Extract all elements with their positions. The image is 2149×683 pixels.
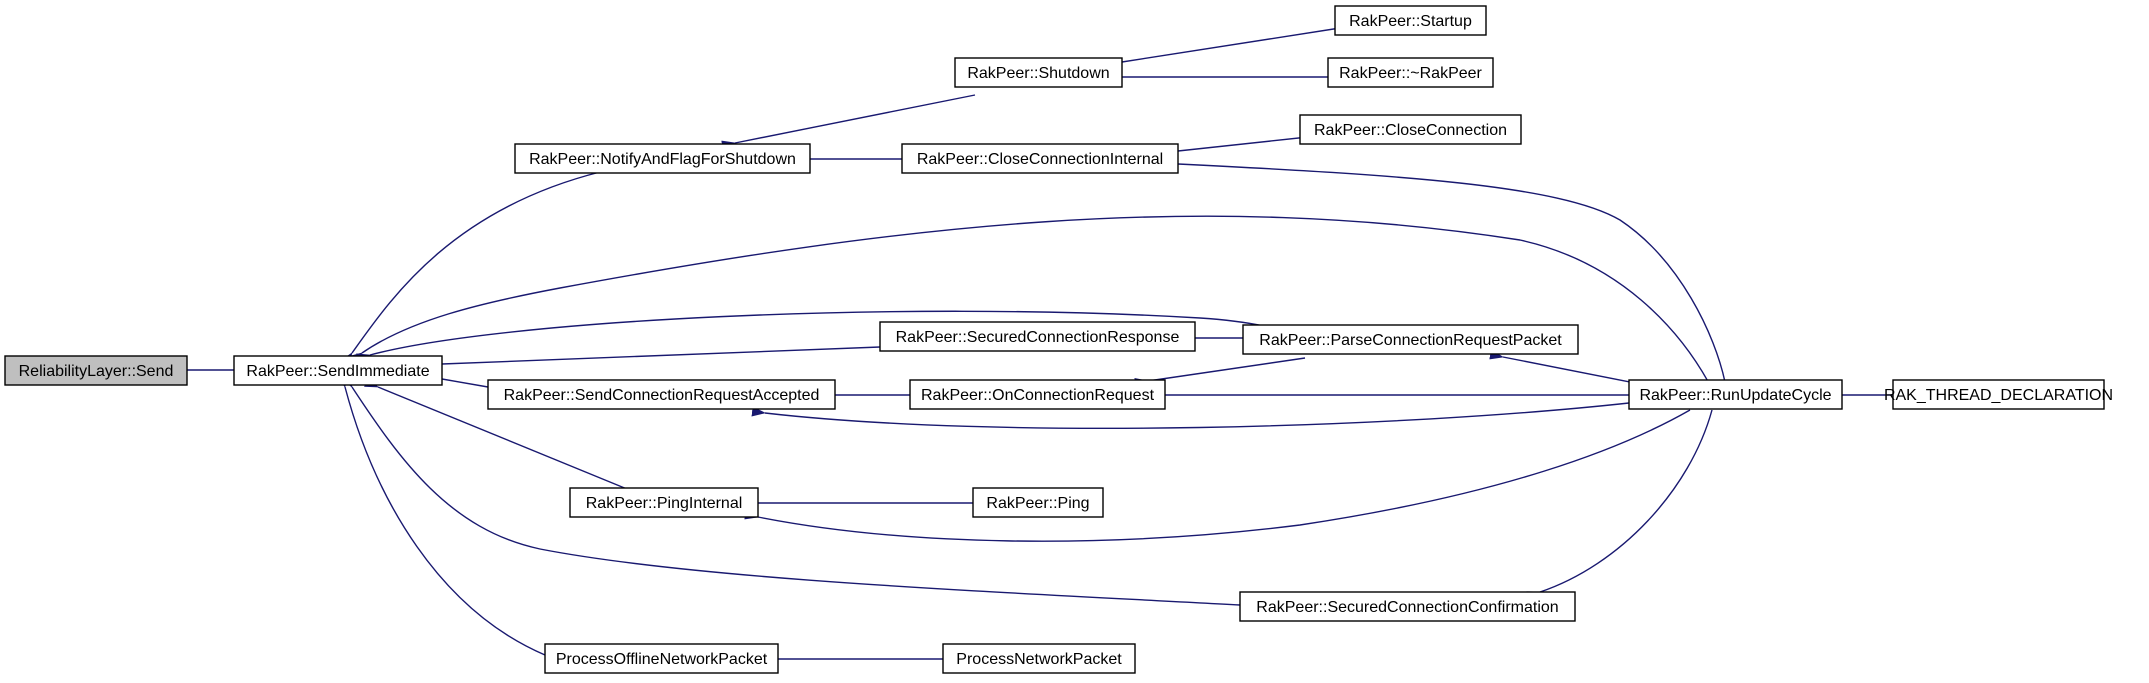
node-processofflinenetworkpacket[interactable]: ProcessOfflineNetworkPacket xyxy=(544,643,779,674)
node-label: RakPeer::Ping xyxy=(986,495,1089,512)
node-label: RakPeer::CloseConnectionInternal xyxy=(917,151,1163,168)
edge-processoffline-to-sendimmediate xyxy=(336,373,546,656)
node-rakpeer-closeconnectioninternal[interactable]: RakPeer::CloseConnectionInternal xyxy=(901,143,1179,174)
node-label: RakPeer::SecuredConnectionConfirmation xyxy=(1256,599,1558,616)
edge-runupdatecycle-to-securedconnectionconfirmation xyxy=(1526,409,1713,601)
node-rakpeer-notifyandflagforshutdown[interactable]: RakPeer::NotifyAndFlagForShutdown xyxy=(514,143,811,174)
node-rak-thread-declaration[interactable]: RAK_THREAD_DECLARATION xyxy=(1884,379,2113,410)
edge-notifyandflag-to-sendimmediate xyxy=(340,171,601,367)
edge-runupdatecycle-to-parseconnectionrequest xyxy=(1489,349,1641,385)
node-label: RakPeer::SendImmediate xyxy=(246,363,429,380)
node-rakpeer-onconnectionrequest[interactable]: RakPeer::OnConnectionRequest xyxy=(909,379,1166,410)
node-label: RakPeer::SecuredConnectionResponse xyxy=(896,329,1180,346)
edge-startup-to-shutdown xyxy=(1108,27,1341,69)
node-label: RakPeer::ParseConnectionRequestPacket xyxy=(1259,332,1562,349)
node-rakpeer-securedconnectionconfirmation[interactable]: RakPeer::SecuredConnectionConfirmation xyxy=(1239,591,1576,622)
node-label: RakPeer::PingInternal xyxy=(586,495,743,512)
node-label: RakPeer::Shutdown xyxy=(967,65,1109,82)
node-label: ProcessNetworkPacket xyxy=(956,651,1122,668)
edge-runupdatecycle-to-sendimmediate-long xyxy=(348,215,1711,386)
edge-securedconnectionresponse-to-sendimmediate xyxy=(428,346,881,370)
edge-closeconnection-to-closeconnectioninternal xyxy=(1164,136,1309,158)
node-label: RakPeer::Startup xyxy=(1349,13,1472,30)
node-rakpeer-startup[interactable]: RakPeer::Startup xyxy=(1334,5,1487,36)
node-rakpeer-pinginternal[interactable]: RakPeer::PingInternal xyxy=(569,487,759,518)
edge-securedconnectionconfirmation-to-sendimmediate xyxy=(340,373,1241,606)
edge-parseconnectionrequest-to-onconnectionrequest xyxy=(1134,357,1306,388)
node-rakpeer-runupdatecycle[interactable]: RakPeer::RunUpdateCycle xyxy=(1628,379,1843,410)
node-label: ProcessOfflineNetworkPacket xyxy=(556,651,768,668)
edge-runupdatecycle-to-closeconnectioninternal xyxy=(1164,158,1726,383)
node-rakpeer-ping[interactable]: RakPeer::Ping xyxy=(972,487,1104,518)
node-label: RakPeer::~RakPeer xyxy=(1339,65,1482,82)
node-processnetworkpacket[interactable]: ProcessNetworkPacket xyxy=(942,643,1136,674)
node-rakpeer-parseconnectionrequestpacket[interactable]: RakPeer::ParseConnectionRequestPacket xyxy=(1242,324,1579,355)
node-rakpeer-sendconnectionrequestaccepted[interactable]: RakPeer::SendConnectionRequestAccepted xyxy=(487,379,836,410)
edge-runupdatecycle-to-pinginternal xyxy=(744,409,1691,542)
node-label: RakPeer::RunUpdateCycle xyxy=(1639,387,1831,404)
node-label: RAK_THREAD_DECLARATION xyxy=(1884,387,2113,404)
node-reliabilitylayer-send[interactable]: ReliabilityLayer::Send xyxy=(4,355,188,386)
node-label: RakPeer::CloseConnection xyxy=(1314,122,1507,139)
node-rakpeer-securedconnectionresponse[interactable]: RakPeer::SecuredConnectionResponse xyxy=(879,321,1196,352)
node-label: RakPeer::OnConnectionRequest xyxy=(921,387,1155,404)
node-rakpeer-shutdown[interactable]: RakPeer::Shutdown xyxy=(954,57,1123,88)
node-rakpeer-closeconnection[interactable]: RakPeer::CloseConnection xyxy=(1299,114,1522,145)
edge-runupdatecycle-to-sendconnectionrequestaccepted xyxy=(751,402,1630,430)
edge-sendconnectionrequestaccepted-to-sendimmediate xyxy=(428,371,489,388)
node-label: ReliabilityLayer::Send xyxy=(19,363,174,380)
edge-pinginternal-to-sendimmediate xyxy=(364,377,628,490)
node-rakpeer-destructor[interactable]: RakPeer::~RakPeer xyxy=(1327,57,1494,88)
node-label: RakPeer::SendConnectionRequestAccepted xyxy=(504,387,820,404)
edge-shutdown-to-notifyandflag xyxy=(721,94,976,151)
node-label: RakPeer::NotifyAndFlagForShutdown xyxy=(529,151,796,168)
node-rakpeer-sendimmediate[interactable]: RakPeer::SendImmediate xyxy=(233,355,443,386)
